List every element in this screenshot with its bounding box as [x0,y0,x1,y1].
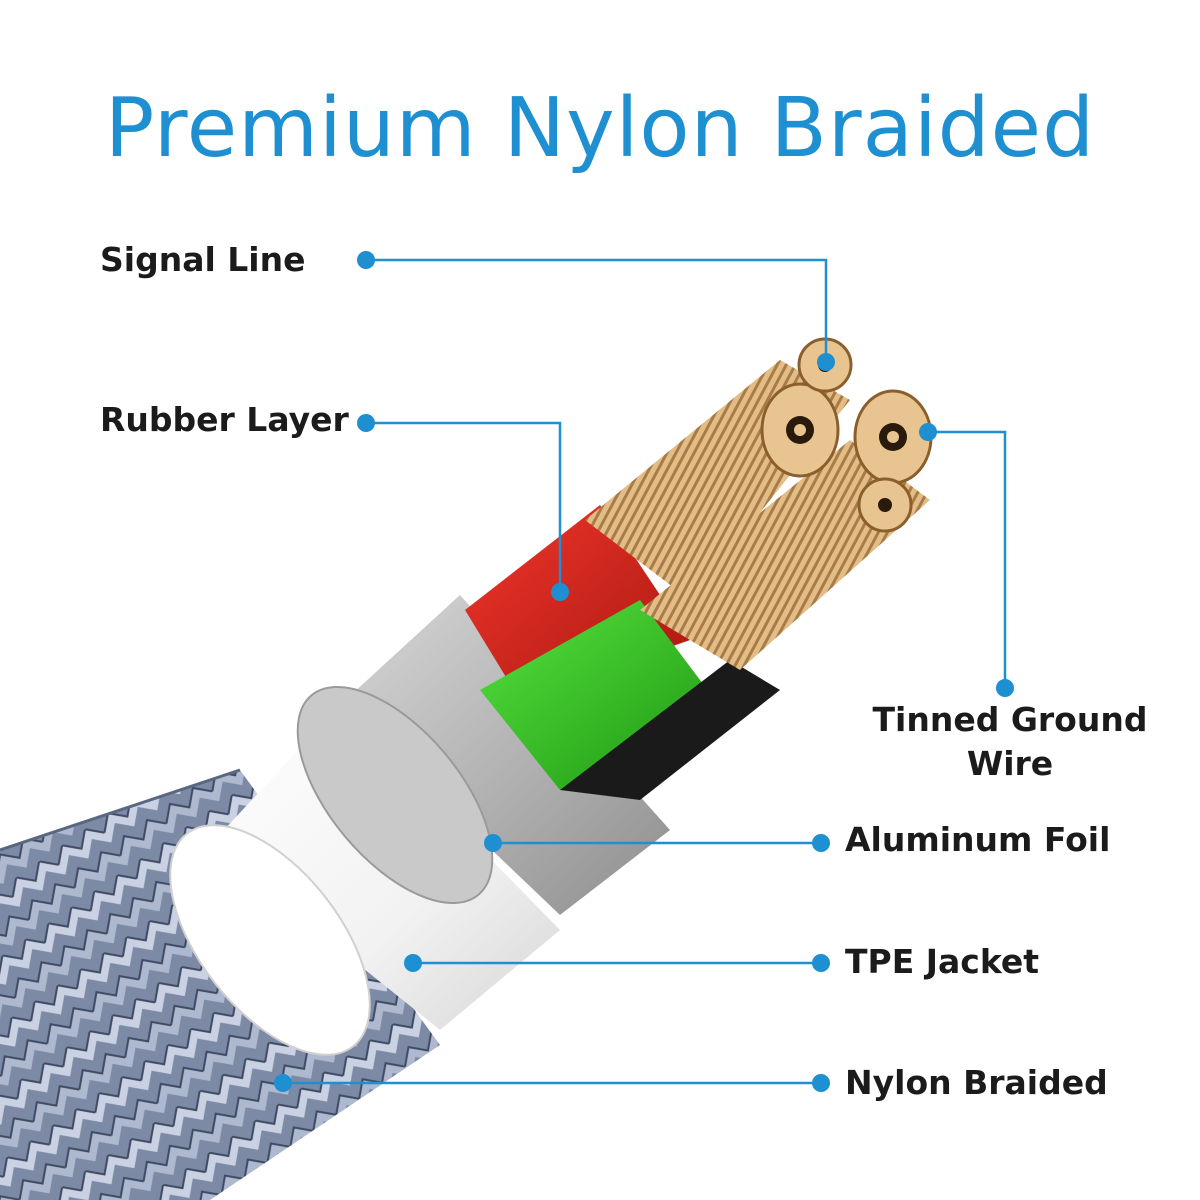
label-nylon-braided: Nylon Braided [845,1063,1108,1102]
dot-signal-line-target [817,353,835,371]
dot-aluminum-foil-label [812,834,830,852]
copper-conductor-bundles [585,337,933,670]
label-tinned-ground-wire: Tinned Ground Wire [870,698,1150,786]
label-signal-line: Signal Line [100,240,306,279]
dot-signal-line-label [357,251,375,269]
aluminum-foil-section [296,595,670,915]
dot-nylon-braided-label [812,1074,830,1092]
rubber-layer-conductors [465,505,780,800]
dot-aluminum-foil-target [484,834,502,852]
dot-rubber-layer-target [551,583,569,601]
label-tinned-ground-wire-line1: Tinned Ground [872,700,1148,739]
dot-tinned-ground-label [996,679,1014,697]
leader-dots [274,251,1014,1092]
leader-signal-line [366,258,828,362]
dot-tpe-jacket-target [404,954,422,972]
dot-tinned-ground-target [919,423,937,441]
label-tinned-ground-wire-line2: Wire [966,744,1054,783]
page-title: Premium Nylon Braided [104,81,1096,176]
dot-tpe-jacket-label [812,954,830,972]
dot-rubber-layer-label [357,414,375,432]
leader-lines [283,258,1007,1085]
label-rubber-layer: Rubber Layer [100,400,349,439]
leader-tinned-ground-wire [928,430,1007,688]
dot-nylon-braided-target [274,1074,292,1092]
leader-rubber-layer [366,421,562,592]
label-aluminum-foil: Aluminum Foil [845,820,1111,859]
label-tpe-jacket: TPE Jacket [845,942,1040,981]
